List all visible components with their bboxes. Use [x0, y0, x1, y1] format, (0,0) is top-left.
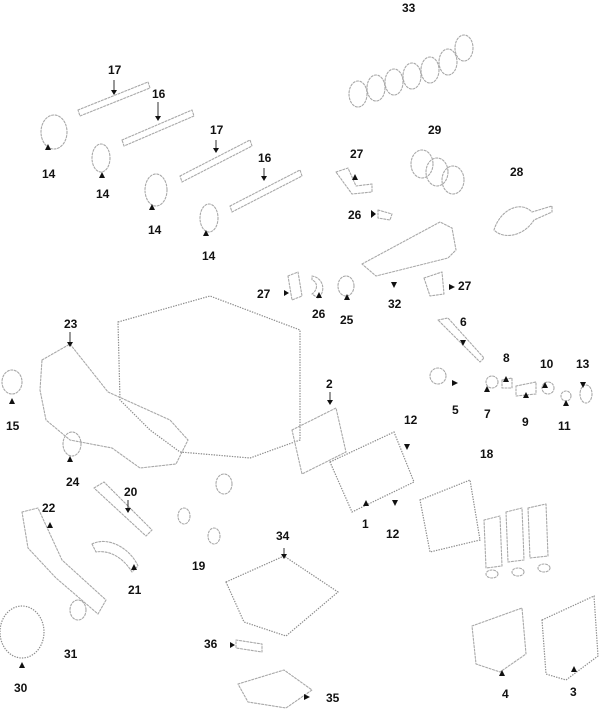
- part-1-cylinder-head: [329, 431, 415, 513]
- part-29-rings: [410, 149, 465, 195]
- callout-24: 24: [66, 475, 80, 489]
- callout-20: 20: [124, 485, 138, 499]
- callout-14-c: 14: [148, 223, 162, 237]
- part-14-sprocket-3: [144, 173, 168, 207]
- part-11-lifter: [560, 390, 572, 402]
- part-17-camshaft-upper: [77, 81, 151, 117]
- callout-27-left: 27: [257, 287, 271, 301]
- callout-30: 30: [14, 681, 28, 695]
- part-17-camshaft-lower: [179, 139, 253, 183]
- part-16-camshaft-upper: [121, 109, 195, 147]
- callout-1: 1: [362, 517, 369, 531]
- part-35-oil-strainer: [237, 669, 313, 709]
- part-8-seal: [501, 377, 513, 389]
- part-36-drain-plug: [235, 639, 263, 653]
- part-27-clip-left: [287, 271, 303, 301]
- callout-11: 11: [558, 419, 571, 433]
- part-14-sprocket-2: [91, 143, 111, 173]
- callout-33: 33: [402, 1, 416, 15]
- part-18-lifter-group: [419, 479, 551, 579]
- part-4-cover-gasket: [471, 607, 527, 673]
- part-20-tensioner-arm: [93, 481, 153, 537]
- callout-28: 28: [510, 165, 524, 179]
- part-23-timing-cover: [39, 343, 189, 469]
- callout-17-lower: 17: [210, 123, 224, 137]
- callout-12-bottom: 12: [386, 527, 400, 541]
- callout-3: 3: [570, 685, 577, 699]
- part-13-shim: [579, 384, 593, 404]
- callout-17-upper: 17: [108, 63, 122, 77]
- part-26-bearing-left: [311, 275, 324, 299]
- part-34-oil-pan: [225, 555, 339, 637]
- part-22-chain-guide: [21, 507, 107, 615]
- part-31-key: [69, 599, 87, 621]
- part-engine-block: [117, 295, 301, 459]
- part-26-bearing-top: [377, 209, 393, 221]
- callout-23: 23: [64, 317, 78, 331]
- parts-layer: [0, 34, 599, 709]
- part-19-plug-b: [207, 527, 221, 545]
- callout-18: 18: [480, 447, 494, 461]
- callout-27-right: 27: [458, 279, 472, 293]
- part-7-keeper: [485, 375, 499, 389]
- callout-12-top: 12: [404, 413, 418, 427]
- callout-8: 8: [503, 351, 510, 365]
- callout-7: 7: [484, 407, 491, 421]
- part-27-clip-top: [335, 167, 373, 195]
- callout-27-top: 27: [350, 147, 364, 161]
- callout-14-b: 14: [96, 187, 110, 201]
- callout-2: 2: [326, 377, 333, 391]
- part-28-pin: [493, 205, 553, 236]
- callout-4: 4: [502, 687, 509, 701]
- callout-6: 6: [460, 315, 467, 329]
- callout-19: 19: [192, 559, 206, 573]
- callout-26-top: 26: [348, 208, 362, 222]
- part-3-valve-cover: [541, 595, 599, 681]
- leaders-layer: [9, 80, 586, 700]
- part-30-pulley: [0, 605, 45, 659]
- callout-34: 34: [276, 529, 290, 543]
- callout-5: 5: [452, 403, 459, 417]
- callout-14-d: 14: [202, 249, 216, 263]
- part-block-plug: [215, 473, 233, 495]
- callout-25: 25: [340, 313, 354, 327]
- part-16-camshaft-lower: [229, 169, 303, 213]
- part-5-retainer: [429, 367, 447, 385]
- callout-32: 32: [388, 297, 402, 311]
- part-14-sprocket-4: [199, 203, 219, 233]
- callout-14-a: 14: [42, 167, 56, 181]
- callout-22: 22: [42, 501, 56, 515]
- part-14-sprocket-1: [40, 114, 68, 150]
- callout-29: 29: [428, 123, 442, 137]
- part-27-clip-right: [423, 271, 445, 297]
- part-24-seal: [62, 431, 82, 457]
- part-33-ring-set: [348, 34, 474, 108]
- callouts-layer: 33 17 16 17 16 14 14 14 14 29 27 28 26 2…: [6, 1, 590, 705]
- callout-35: 35: [326, 691, 340, 705]
- callout-36: 36: [204, 637, 218, 651]
- callout-21: 21: [128, 583, 142, 597]
- part-15-sensor: [1, 369, 23, 395]
- part-21-guide: [91, 540, 139, 573]
- callout-10: 10: [540, 357, 554, 371]
- part-6-valve: [437, 317, 485, 363]
- part-19-plug-a: [177, 507, 191, 525]
- callout-15: 15: [6, 419, 20, 433]
- part-9-spring: [515, 381, 537, 397]
- callout-31: 31: [64, 647, 78, 661]
- part-25-ring: [337, 275, 355, 297]
- part-32-connecting-rod: [361, 221, 457, 277]
- callout-9: 9: [522, 415, 529, 429]
- callout-16-upper: 16: [152, 87, 166, 101]
- callout-26-left: 26: [312, 307, 326, 321]
- callout-16-lower: 16: [258, 151, 272, 165]
- callout-13: 13: [576, 357, 590, 371]
- part-2-head-gasket: [291, 407, 347, 475]
